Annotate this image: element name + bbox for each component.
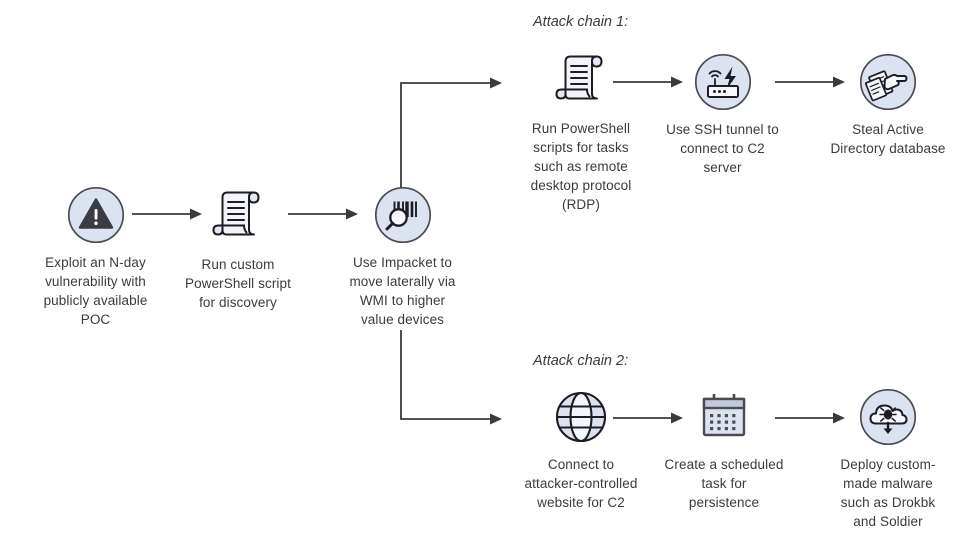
arrow-exploit-to-discovery [132, 204, 204, 224]
node-ssh-tunnel-label: Use SSH tunnel to connect to C2 server [666, 122, 779, 175]
node-website-c2-label: Connect to attacker-controlled website f… [524, 457, 638, 510]
arrow-website-to-task [613, 408, 685, 428]
node-run-powershell-scripts: Run PowerShell scripts for tasks such as… [505, 48, 657, 214]
node-use-impacket: Use Impacket to move laterally via WMI t… [330, 186, 475, 329]
scroll-script-icon [550, 48, 612, 110]
node-scheduled-task: Create a scheduled task for persistence [660, 388, 788, 512]
arrow-task-to-malware [775, 408, 847, 428]
magnifier-barcode-circle-icon [374, 186, 432, 244]
connector-impacket-to-chain2 [396, 330, 506, 436]
attack-chain-1-title: Attack chain 1: [533, 14, 629, 30]
node-run-custom-powershell: Run custom PowerShell script for discove… [172, 184, 304, 312]
node-ssh-tunnel: Use SSH tunnel to connect to C2 server [660, 53, 785, 177]
node-steal-active-directory: Steal Active Directory database [818, 53, 958, 158]
node-deploy-malware: Deploy custom- made malware such as Drok… [822, 388, 954, 531]
arrow-ssh-to-steal-ad [775, 72, 847, 92]
arrow-powershell-to-ssh [613, 72, 685, 92]
calendar-icon [695, 388, 753, 446]
node-exploit-n-day: Exploit an N-day vulnerability with publ… [23, 186, 168, 329]
connector-impacket-to-chain1 [396, 74, 506, 188]
node-powershell-tasks-label: Run PowerShell scripts for tasks such as… [530, 121, 632, 212]
attack-chain-2-title: Attack chain 2: [533, 353, 629, 369]
node-impacket-label: Use Impacket to move laterally via WMI t… [349, 255, 456, 327]
node-attacker-website-c2: Connect to attacker-controlled website f… [506, 388, 656, 512]
warning-triangle-circle-icon [67, 186, 125, 244]
scroll-script-icon [207, 184, 269, 246]
arrow-discovery-to-impacket [288, 204, 360, 224]
node-discovery-label: Run custom PowerShell script for discove… [185, 257, 291, 310]
node-scheduled-task-label: Create a scheduled task for persistence [664, 457, 784, 510]
node-deploy-malware-label: Deploy custom- made malware such as Drok… [840, 457, 936, 529]
cloud-malware-download-circle-icon [859, 388, 917, 446]
node-exploit-label: Exploit an N-day vulnerability with publ… [43, 255, 148, 327]
hand-grabbing-documents-circle-icon [859, 53, 917, 111]
node-steal-ad-label: Steal Active Directory database [830, 122, 946, 156]
router-wifi-bolt-circle-icon [694, 53, 752, 111]
globe-icon [552, 388, 610, 446]
